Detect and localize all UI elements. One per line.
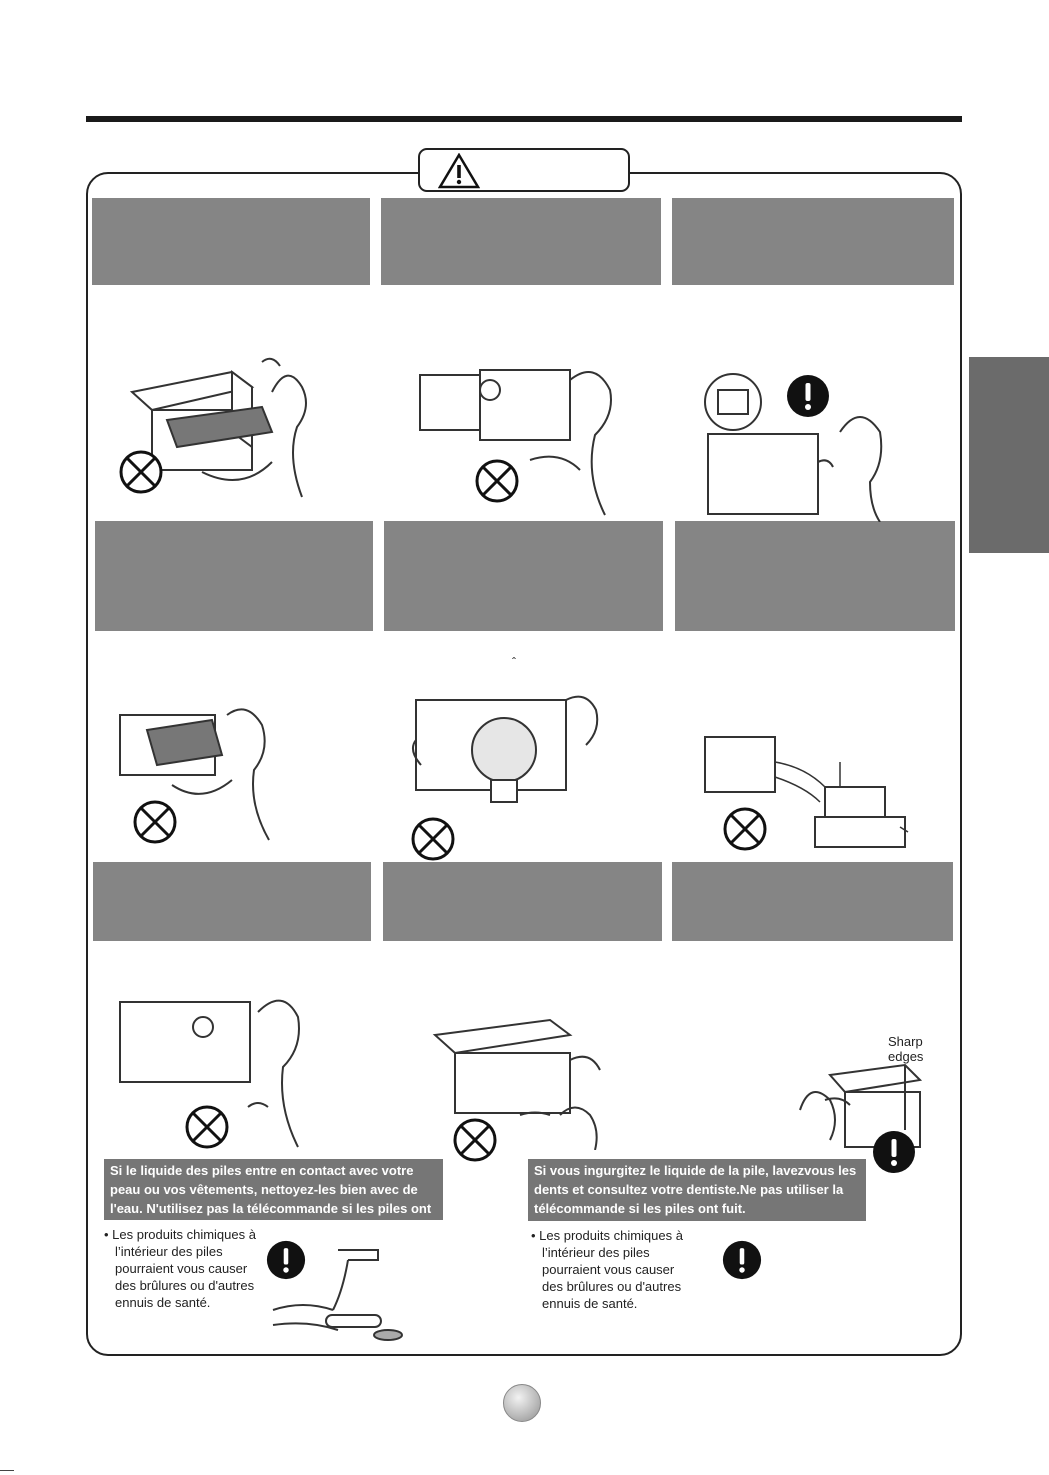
bullet-line: l’intérieur des piles [115,1244,223,1259]
bullet-line: l’intérieur des piles [542,1245,650,1260]
warning-panel-7 [93,862,371,941]
header-rule [86,116,962,122]
warning-triangle-icon [438,153,480,189]
illustration-unplug [700,362,910,522]
bullet-line: ennuis de santé. [115,1295,211,1310]
prohibited-icon [723,807,767,851]
bullet-line: des brûlures ou d'autres [542,1279,682,1294]
caret-mark: ˆ [512,655,516,669]
illustration-washing-hands [268,1240,413,1350]
bullet-line: ennuis de santé. [542,1296,638,1311]
mandatory-icon [266,1240,306,1280]
warning-panel-5 [384,521,663,631]
sharp-edges-label-line2: edges [888,1049,924,1064]
corner-mark [0,1470,14,1471]
mandatory-icon [787,375,829,417]
warning-panel-4 [95,521,373,631]
prohibited-icon [411,817,455,861]
sharp-edges-label: Sharp edges [888,1034,948,1064]
bullet-line: des brûlures ou d'autres [115,1278,255,1293]
prohibited-icon [133,800,177,844]
sharp-edges-label-line1: Sharp [888,1034,923,1049]
page-number-badge [503,1384,541,1422]
warning-panel-6 [675,521,955,631]
illustration-water-spray [118,982,338,1152]
bullet-line: • Les produits chimiques à [531,1228,683,1243]
battery-chemicals-note-right: • Les produits chimiques à l’intérieur d… [531,1227,701,1312]
warning-panel-3 [672,198,954,285]
mandatory-icon [873,1131,915,1173]
section-side-tab [969,357,1049,553]
illustration-filter-removal [112,352,322,512]
illustration-spray-can [420,1015,640,1162]
illustration-airflow-furniture [700,732,910,852]
warning-panel-8 [383,862,662,941]
illustration-filter-cleaning [112,695,292,845]
warning-panel-2 [381,198,661,285]
prohibited-icon [119,450,163,494]
illustration-plant-obstruction [406,680,616,861]
battery-ingestion-notice: Si vous ingurgitez le liquide de la pile… [528,1159,866,1221]
mandatory-icon [722,1240,762,1280]
warning-panel-9 [672,862,953,941]
illustration-hand-touch [410,350,630,520]
bullet-line: pourraient vous causer [542,1262,675,1277]
prohibited-icon [185,1105,229,1149]
warning-tab [418,148,630,192]
bullet-line: • Les produits chimiques à [104,1227,256,1242]
battery-skin-contact-notice: Si le liquide des piles entre en contact… [104,1159,443,1235]
battery-chemicals-note-left: • Les produits chimiques à l’intérieur d… [104,1226,264,1311]
bullet-line: pourraient vous causer [115,1261,248,1276]
prohibited-icon [453,1118,497,1162]
prohibited-icon [475,459,519,503]
warning-panel-1 [92,198,370,285]
